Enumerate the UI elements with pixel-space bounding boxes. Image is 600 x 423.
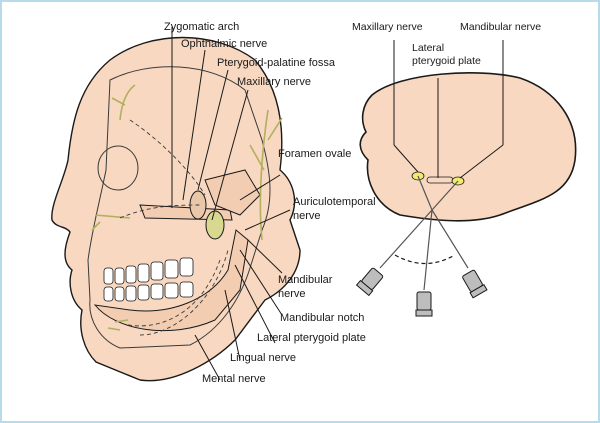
needles <box>379 175 469 291</box>
label-mandibular-notch: Mandibular notch <box>280 312 365 324</box>
nerves <box>91 84 283 331</box>
label-pterygoid-palatine-fossa: Pterygoid-palatine fossa <box>217 57 336 69</box>
label-auriculotemporal-nerve-2: nerve <box>293 210 321 222</box>
leader-lines-left <box>171 27 291 381</box>
foramen-ovale-mark <box>205 210 225 240</box>
label-zygomatic-arch: Zygomatic arch <box>164 21 240 33</box>
label-lateral-pterygoid-plate: Lateral pterygoid plate <box>257 332 366 344</box>
nerve-paths <box>119 119 229 336</box>
label-mandibular-nerve-2: nerve <box>278 288 306 300</box>
label-right-mandibular-nerve: Mandibular nerve <box>460 21 542 33</box>
label-ophthalmic-nerve: Ophthalmic nerve <box>181 38 268 50</box>
label-mental-nerve: Mental nerve <box>202 373 266 385</box>
label-right-maxillary-nerve: Maxillary nerve <box>352 21 423 33</box>
leader-lines-right <box>393 40 504 179</box>
label-lingual-nerve: Lingual nerve <box>230 352 297 364</box>
label-right-lateral-2: pterygoid plate <box>412 55 481 67</box>
label-right-lateral-1: Lateral <box>412 42 445 54</box>
teeth <box>103 257 194 302</box>
orbit <box>97 145 139 191</box>
head-profile <box>51 36 301 382</box>
needle-hubs <box>355 267 488 317</box>
sphenoid <box>204 169 261 216</box>
label-mandibular-nerve-1: Mandibular <box>278 274 333 286</box>
label-foramen-ovale: Foramen ovale <box>278 148 352 160</box>
lateral-pterygoid-plate-bar <box>426 176 454 184</box>
axial-outline <box>359 72 577 222</box>
label-auriculotemporal-nerve-1: Auriculotemporal <box>293 196 376 208</box>
axial-skull <box>359 72 577 222</box>
label-maxillary-nerve: Maxillary nerve <box>237 76 311 88</box>
skull-outline <box>87 66 271 349</box>
